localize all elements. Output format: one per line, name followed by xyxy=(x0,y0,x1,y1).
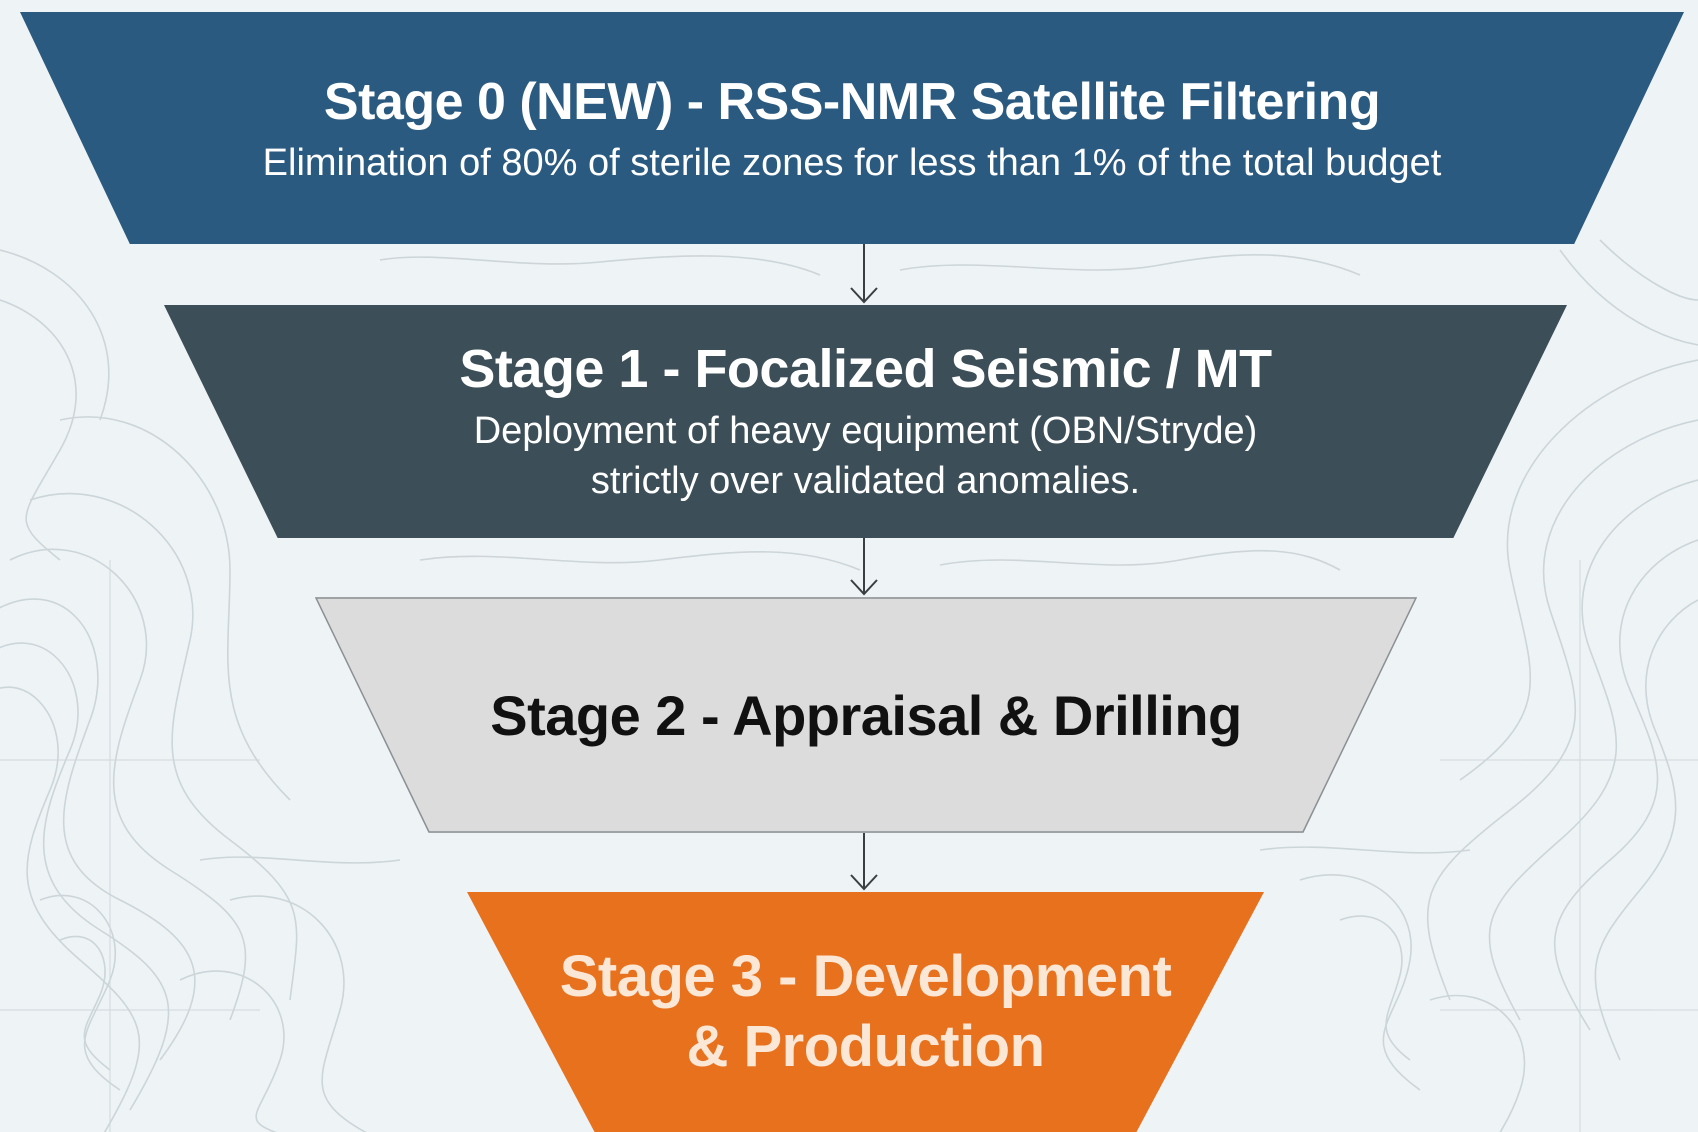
stage-2-outline xyxy=(315,597,1417,833)
arrow-down-icon xyxy=(850,833,878,891)
stage-3-title-line: & Production xyxy=(686,1014,1045,1079)
arrow-down-icon xyxy=(850,244,878,304)
stage-1-description: Deployment of heavy equipment (OBN/Stryd… xyxy=(474,406,1258,506)
stage-2-title: Stage 2 - Appraisal & Drilling xyxy=(490,683,1242,747)
stage-3-funnel-segment: Stage 3 - Development & Production xyxy=(467,892,1264,1132)
stage-3-title-line: Stage 3 - Development xyxy=(559,944,1172,1009)
stage-1-title: Stage 1 - Focalized Seismic / MT xyxy=(459,338,1272,399)
stage-1-description-line: Deployment of heavy equipment (OBN/Stryd… xyxy=(473,409,1258,452)
stage-0-title: Stage 0 (NEW) - RSS-NMR Satellite Filter… xyxy=(323,72,1381,131)
stage-3-title: Stage 3 - Development & Production xyxy=(560,942,1172,1082)
stage-0-funnel-segment: Stage 0 (NEW) - RSS-NMR Satellite Filter… xyxy=(20,12,1684,244)
stage-1-funnel-segment: Stage 1 - Focalized Seismic / MT Deploym… xyxy=(164,305,1567,538)
stage-2-funnel-segment: Stage 2 - Appraisal & Drilling xyxy=(315,597,1417,833)
stage-0-description: Elimination of 80% of sterile zones for … xyxy=(262,141,1442,184)
arrow-down-icon xyxy=(850,538,878,596)
stage-1-description-line: strictly over validated anomalies. xyxy=(590,459,1141,502)
